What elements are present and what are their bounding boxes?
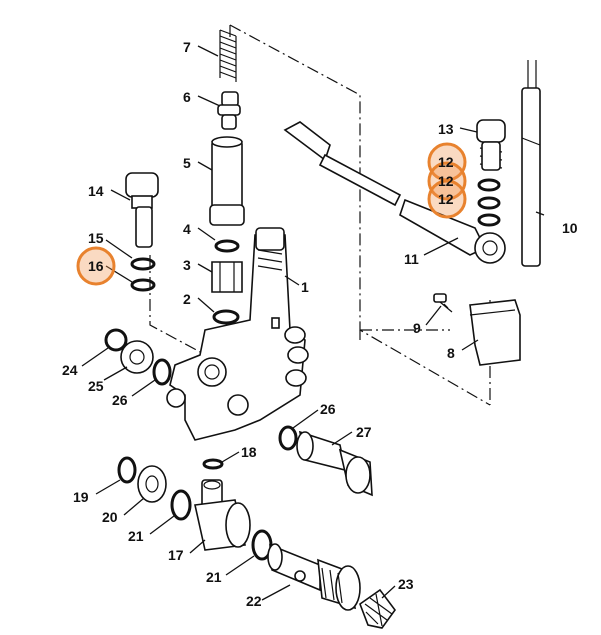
plug-part-13 (476, 119, 506, 171)
o-ring-part-12-middle (477, 196, 501, 210)
label-part-23: 23 (398, 576, 414, 592)
elbow-part-17 (194, 479, 251, 551)
highlight-part-12-bottom (427, 179, 467, 219)
label-part-14: 14 (88, 183, 104, 199)
o-ring-part-16 (130, 278, 156, 292)
o-ring-part-18 (202, 458, 224, 470)
label-part-12-bottom: 12 (438, 191, 454, 207)
label-part-21-right: 21 (206, 569, 222, 585)
label-part-20: 20 (102, 509, 118, 525)
clip-part-8 (469, 299, 521, 366)
washer-part-25 (120, 340, 154, 374)
valve-part-6 (217, 91, 241, 130)
label-part-5: 5 (183, 155, 191, 171)
label-part-27: 27 (356, 424, 372, 440)
pump-housing-part-1 (166, 227, 309, 441)
screw-part-9 (433, 293, 453, 313)
o-ring-part-12-bottom (477, 213, 501, 227)
label-part-9: 9 (413, 320, 421, 336)
label-part-21-left: 21 (128, 528, 144, 544)
label-part-16: 16 (88, 258, 104, 274)
label-part-8: 8 (447, 345, 455, 361)
label-part-12-middle: 12 (438, 173, 454, 189)
plug-part-14 (125, 172, 159, 248)
highlight-part-16 (76, 246, 116, 286)
leader-lines (81, 45, 545, 601)
strainer-part-23 (359, 588, 396, 629)
part-number-labels: 7 6 5 4 3 2 1 14 15 16 13 12 12 12 10 11… (62, 39, 578, 609)
label-part-2: 2 (183, 291, 191, 307)
label-part-26-right: 26 (320, 401, 336, 417)
label-part-15: 15 (88, 230, 104, 246)
label-part-7: 7 (183, 39, 191, 55)
o-ring-part-24 (104, 328, 128, 352)
label-part-18: 18 (241, 444, 257, 460)
label-part-11: 11 (404, 251, 419, 267)
label-part-25: 25 (88, 378, 104, 394)
label-part-12-top: 12 (438, 154, 454, 170)
label-part-6: 6 (183, 89, 191, 105)
o-ring-part-2 (212, 309, 240, 325)
o-ring-part-12-top (477, 178, 501, 192)
label-part-24: 24 (62, 362, 78, 378)
o-ring-part-4 (214, 239, 240, 253)
label-part-13: 13 (438, 121, 454, 137)
connector-part-27 (296, 430, 373, 497)
sleeve-part-5 (209, 136, 245, 226)
label-part-22: 22 (246, 593, 262, 609)
label-part-4: 4 (183, 221, 191, 237)
label-part-17: 17 (168, 547, 184, 563)
o-ring-part-26-left (152, 358, 172, 386)
washer-part-20 (137, 465, 167, 503)
lever-part-11 (283, 121, 506, 264)
o-ring-part-19 (117, 456, 137, 484)
label-part-26-left: 26 (112, 392, 128, 408)
label-part-3: 3 (183, 257, 191, 273)
o-ring-part-21-left (170, 489, 192, 521)
o-ring-part-15 (130, 257, 156, 271)
fitting-part-22 (267, 543, 361, 611)
rod-part-10 (521, 60, 541, 267)
label-part-19: 19 (73, 489, 89, 505)
o-ring-part-26-right (278, 425, 298, 451)
label-part-10: 10 (562, 220, 578, 236)
spring-part-7 (219, 29, 237, 82)
label-part-1: 1 (301, 279, 309, 295)
nut-part-3 (211, 261, 243, 293)
